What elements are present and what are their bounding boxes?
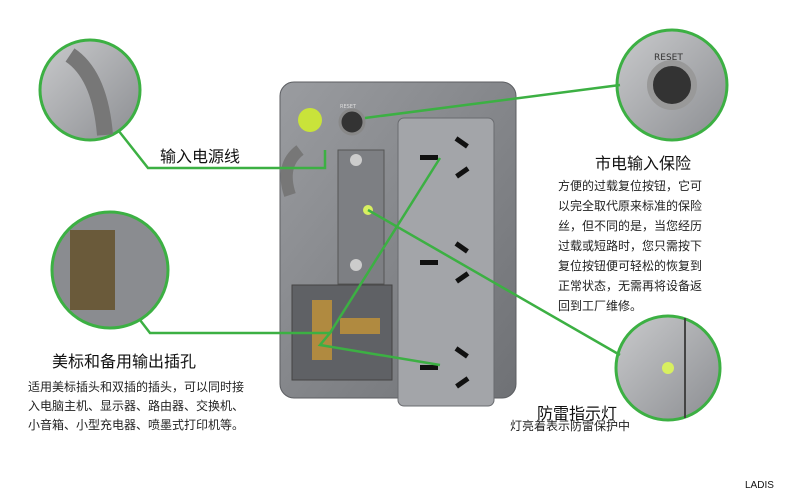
reset-lettering: RESET xyxy=(340,104,357,110)
text-line: 回到工厂维修。 xyxy=(558,299,643,313)
text-line: 方便的过载复位按钮，它可 xyxy=(558,179,703,193)
text-line: 复位按钮便可轻松的恢复到 xyxy=(558,259,703,273)
text-line: 过载或短路时，您只需按下 xyxy=(558,239,703,253)
surge-light-subtitle: 灯亮着表示防雷保护中 xyxy=(510,419,631,433)
outlet-panel xyxy=(397,117,495,407)
text-line: 小音箱、小型充电器、喷墨式打印机等。 xyxy=(28,418,245,432)
us-outlet-description: 适用美标插头和双插的插头，可以同时接 入电脑主机、显示器、路由器、交换机、 小音… xyxy=(28,378,244,435)
mains-fuse-description: 方便的过载复位按钮，它可 以完全取代原来标准的保险 丝，但不同的是，当您经历 过… xyxy=(558,176,702,316)
zoom-callouts xyxy=(38,28,729,422)
reset-button xyxy=(338,108,366,136)
text-line: 入电脑主机、显示器、路由器、交换机、 xyxy=(28,399,245,413)
reset-lettering-zoom: RESET xyxy=(654,53,683,63)
sticker xyxy=(298,108,322,132)
leader-lines xyxy=(117,83,621,367)
text-line: 以完全取代原来标准的保险 xyxy=(558,199,703,213)
text-line: 丝，但不同的是，当您经历 xyxy=(558,219,703,233)
outlet-sockets xyxy=(420,136,470,389)
text-line: 适用美标插头和双插的插头，可以同时接 xyxy=(28,380,245,394)
power-cord-title: 输入电源线 xyxy=(160,147,241,166)
mains-fuse-title: 市电输入保险 xyxy=(595,154,692,173)
us-outlet-title: 美标和备用输出插孔 xyxy=(52,352,197,371)
text-line: 正常状态，无需再将设备返 xyxy=(558,279,703,293)
watermark: LADIS xyxy=(745,480,774,491)
surge-light-title: 防雷指示灯 xyxy=(537,404,618,423)
